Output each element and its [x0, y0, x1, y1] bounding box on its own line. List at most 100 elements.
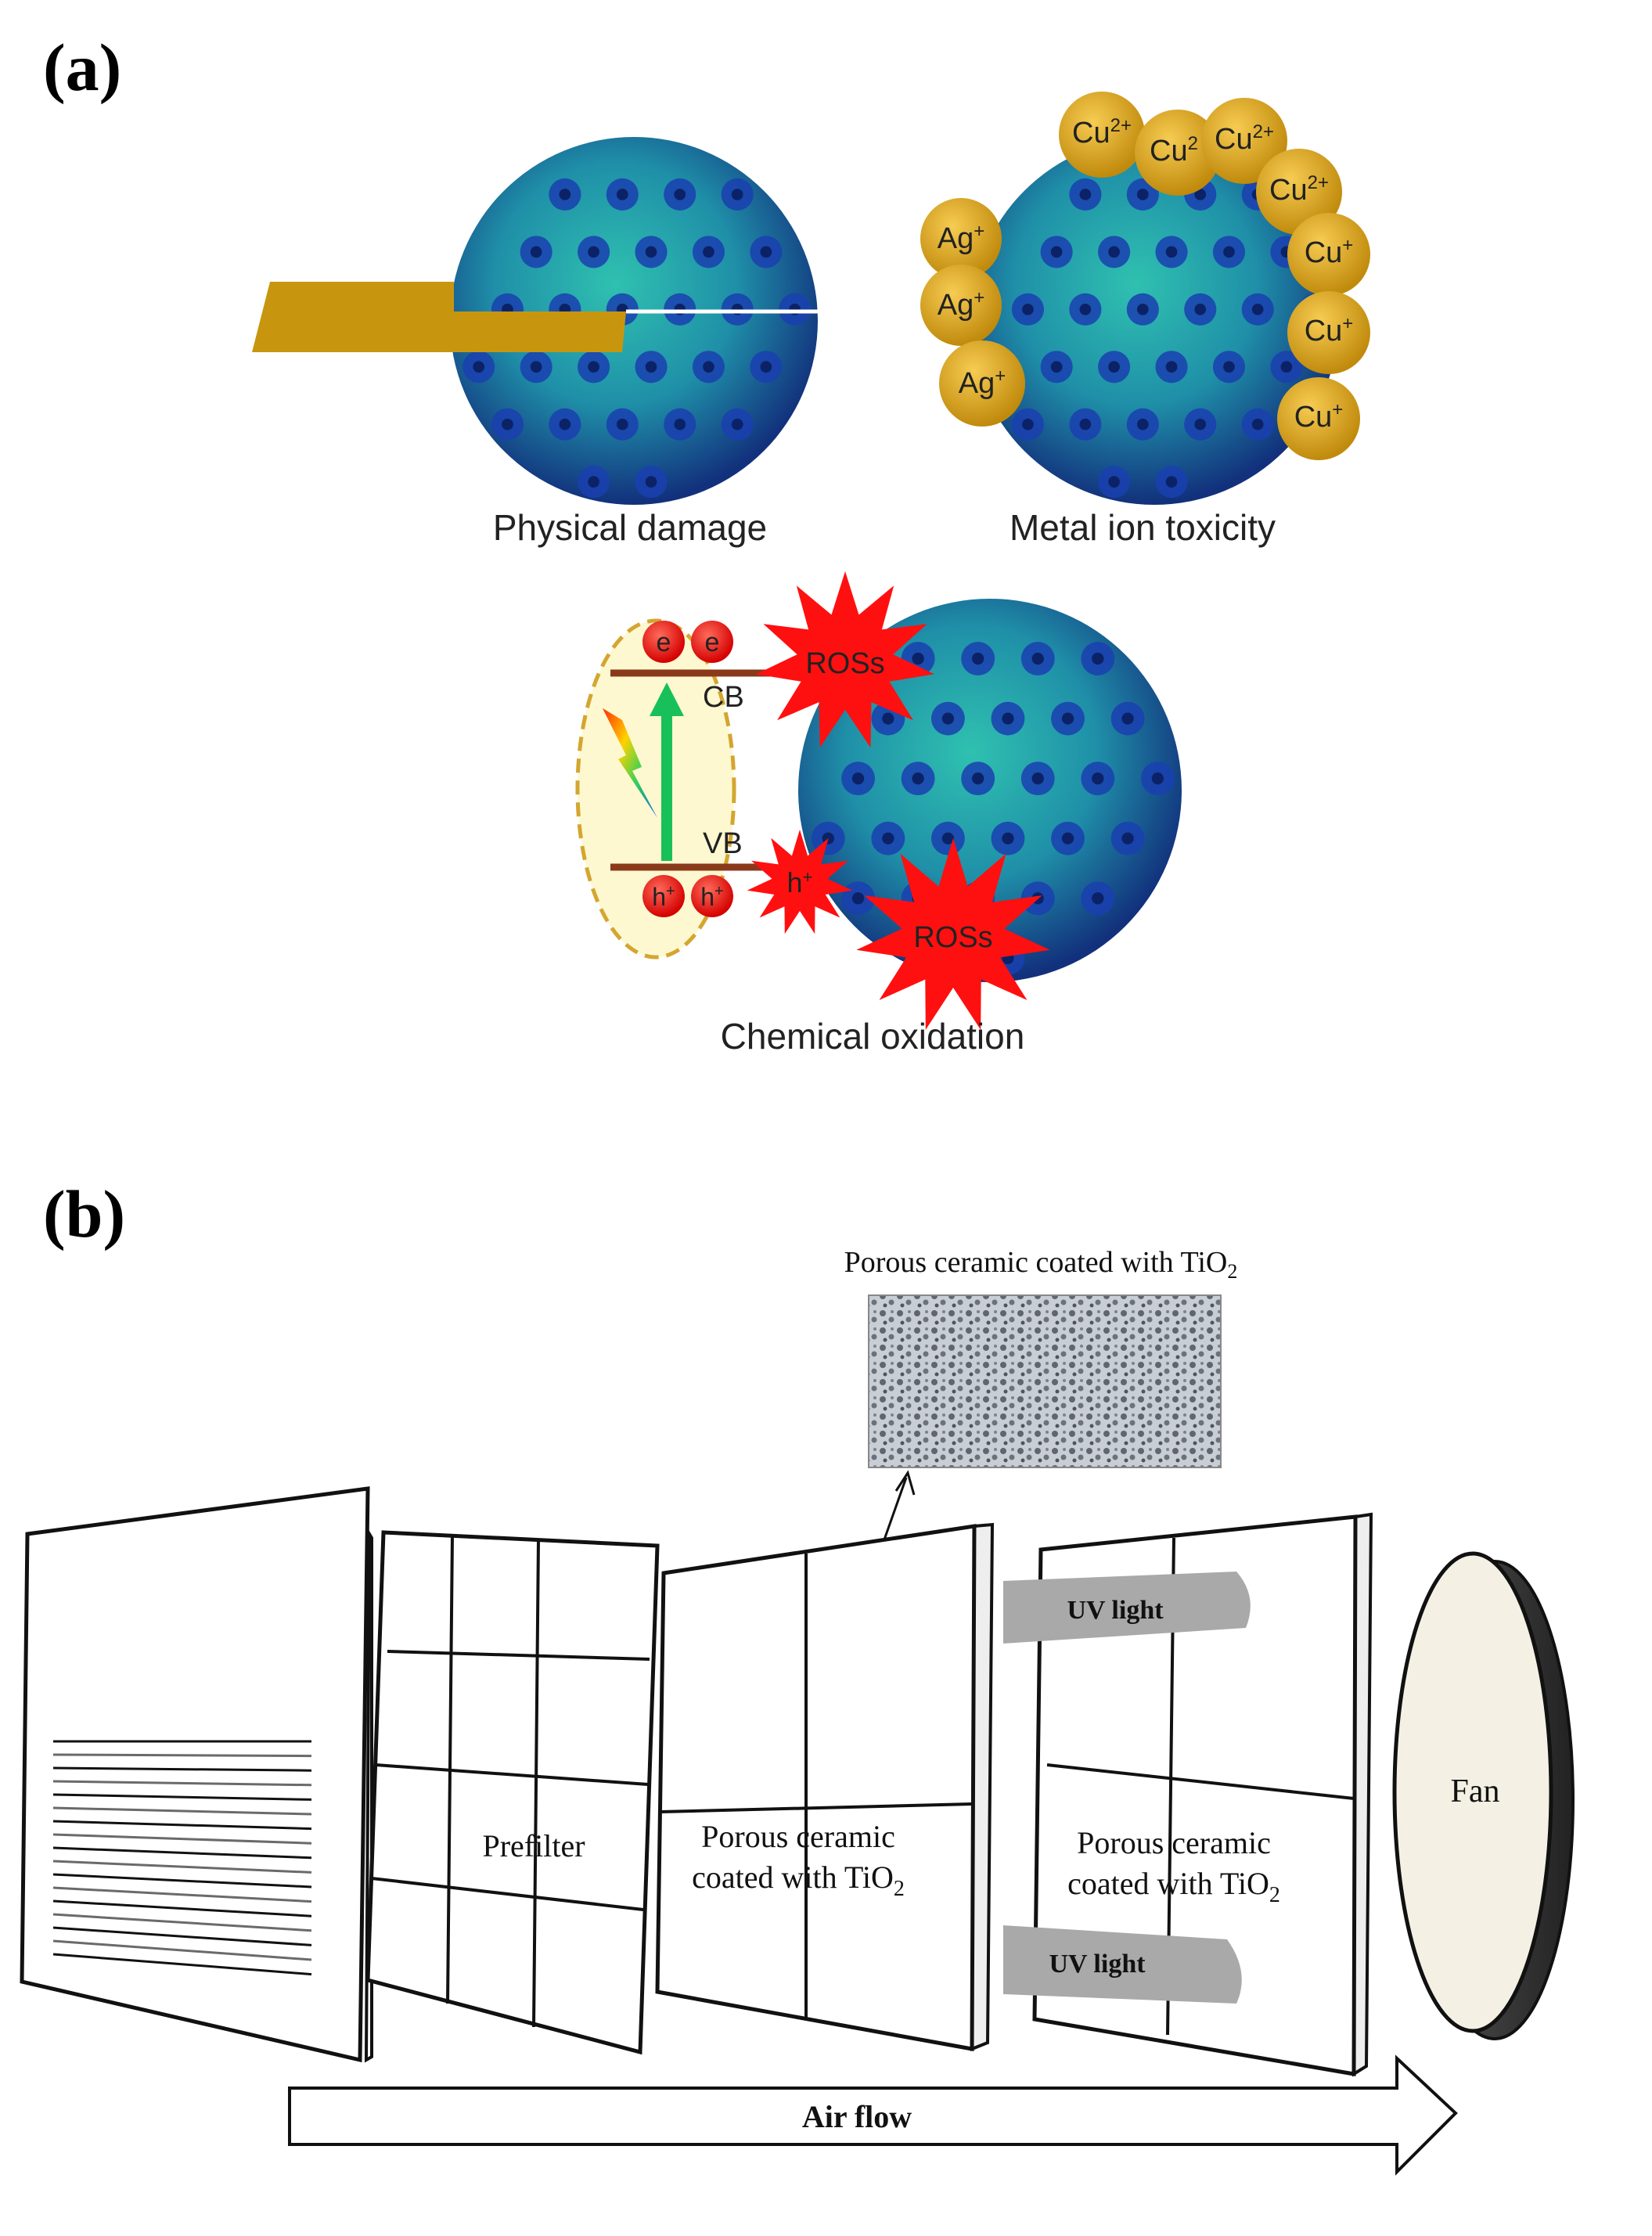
capsomere-center: [645, 361, 657, 373]
capsomere-center: [731, 418, 743, 430]
cb-label: CB: [703, 681, 744, 714]
svg-text:Cu2+: Cu2+: [1215, 121, 1274, 156]
ag-ion-1: Ag+: [920, 198, 1002, 279]
ceramic-panel-1: Porous ceramic coated with TiO2: [655, 1522, 995, 2051]
svg-text:ROSs: ROSs: [913, 921, 992, 954]
prefilter-label: Prefilter: [482, 1828, 585, 1863]
capsomere-center: [1108, 361, 1120, 373]
ceramic-1-line1: Porous ceramic: [701, 1819, 895, 1854]
capsomere-center: [760, 361, 772, 373]
capsomere-center: [616, 418, 628, 430]
air-flow-arrow: Air flow: [288, 2054, 1458, 2176]
capsomere-center: [1092, 652, 1104, 665]
ceramic-2-line1: Porous ceramic: [1077, 1825, 1271, 1860]
svg-text:Ag+: Ag+: [938, 221, 985, 255]
capsomere-center: [1165, 361, 1178, 373]
svg-text:ROSs: ROSs: [805, 647, 884, 680]
louver-slat: [52, 1753, 312, 1758]
capsomere-center: [1092, 892, 1104, 905]
blade-physical-damage: [252, 282, 626, 352]
svg-text:Cu+: Cu+: [1294, 399, 1344, 434]
capsomere-center: [1223, 361, 1235, 373]
uv-light-bottom: UV light: [1003, 1925, 1242, 2004]
light-bolt-icon: [603, 708, 657, 818]
capsomere-center: [1136, 189, 1149, 200]
louver-slat: [52, 1939, 312, 1961]
louver-slat: [52, 1913, 312, 1932]
capsomere-center: [559, 189, 571, 200]
capsomere-center: [1194, 303, 1207, 315]
capsomere-center: [1108, 246, 1120, 258]
capsomere-center: [530, 246, 542, 258]
capsomere-center: [851, 772, 865, 785]
capsomere-center: [882, 832, 894, 844]
capsomere-center: [674, 418, 686, 430]
ceramic-2-line2: coated with TiO2: [1067, 1866, 1280, 1907]
capsomere-center: [1050, 246, 1063, 258]
capsomere-center: [1079, 303, 1092, 315]
capsomere-center: [1092, 772, 1104, 785]
fan: Fan: [1392, 1551, 1575, 2040]
capsomere-center: [941, 712, 955, 725]
louver-slat: [52, 1886, 312, 1903]
capsomere-center: [502, 418, 513, 430]
capsomere-center: [1022, 303, 1034, 315]
capsomere-center: [645, 246, 657, 258]
capsomere-center: [912, 772, 924, 785]
capsomere-center: [559, 418, 571, 430]
electron-1: e: [642, 621, 685, 663]
cu-ion-7: Cu+: [1277, 377, 1360, 460]
capsomere-center: [1031, 652, 1044, 665]
louver-slat: [52, 1806, 312, 1816]
ceramic-1-line2: coated with TiO2: [692, 1860, 905, 1901]
ros-burst-bottom: ROSs: [856, 838, 1050, 1030]
capsomere-center: [912, 652, 924, 665]
porous-ceramic-inset: [868, 1294, 1222, 1468]
air-flow-label: Air flow: [802, 2099, 912, 2134]
capsomere-center: [1280, 361, 1293, 373]
louver-slat: [52, 1873, 312, 1889]
capsomere-center: [1151, 772, 1164, 785]
capsomere-center: [731, 189, 743, 200]
virus-physical-damage: [450, 137, 818, 505]
capsomere-center: [972, 652, 984, 665]
capsomere-center: [851, 892, 865, 905]
capsomere-center: [674, 189, 686, 200]
svg-text:e: e: [657, 628, 671, 657]
louver-slat: [52, 1860, 312, 1874]
louver-slat: [52, 1926, 312, 1946]
capsomere-center: [645, 476, 657, 488]
louver-slat: [52, 1846, 312, 1860]
capsomere-center: [882, 712, 894, 725]
louver-slat: [52, 1833, 312, 1845]
fan-label: Fan: [1451, 1773, 1500, 1809]
louver-slat: [52, 1899, 312, 1917]
caption-metal-ion-toxicity: Metal ion toxicity: [1010, 507, 1276, 548]
capsomere-center: [1002, 712, 1014, 725]
cu-ion-3: Cu2+: [1201, 98, 1287, 184]
capsomere-center: [530, 361, 542, 373]
capsomere-center: [1022, 418, 1034, 430]
cu-ion-5: Cu+: [1287, 213, 1370, 296]
ag-ion-2: Ag+: [920, 265, 1002, 346]
louver-slat: [52, 1766, 312, 1772]
capsomere-center: [703, 361, 714, 373]
capsomere-center: [760, 246, 772, 258]
cu-ion-4: Cu2+: [1256, 149, 1342, 235]
grille-louvers: [52, 1740, 312, 1976]
capsomere-center: [1194, 418, 1207, 430]
ros-burst-top: ROSs: [756, 571, 934, 748]
capsomere-center: [1194, 189, 1207, 200]
panel-a-label: (a): [43, 30, 121, 105]
capsomere-center: [703, 246, 714, 258]
hole-burst: h+: [747, 830, 853, 934]
inset-caption: Porous ceramic coated with TiO2: [844, 1246, 1238, 1283]
louver-slat: [52, 1780, 312, 1787]
capsomere-center: [1079, 189, 1092, 200]
hole-2: h+: [691, 875, 733, 917]
capsomere-center: [972, 772, 984, 785]
capsomere-center: [1108, 476, 1120, 488]
capsomere-center: [588, 246, 599, 258]
